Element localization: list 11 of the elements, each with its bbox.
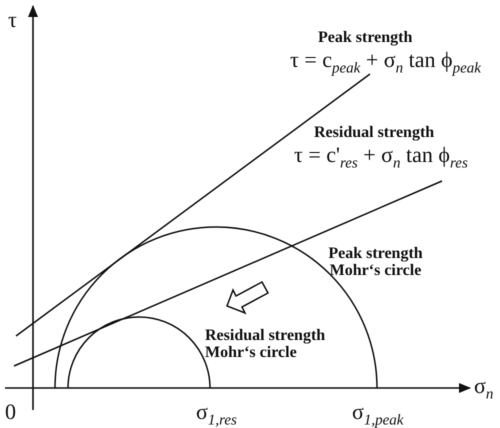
formula-label: τ = c'$_{res}$ + σ$_{n}$ tan ϕ$_{res}$	[294, 143, 468, 172]
formula-label: τ = c$_{peak}$ + σ$_{n}$ tan ϕ$_{peak}$	[290, 48, 481, 78]
curve-label: Peak strength Mohr‘s circle	[327, 246, 424, 280]
axis-label: τ	[8, 8, 17, 32]
curve-label: Peak strength	[318, 30, 412, 47]
curve-label: Residual strength	[314, 125, 434, 142]
tick-label: σ$_{1,res}$	[196, 400, 237, 428]
origin-label: 0	[5, 400, 16, 424]
curve-label: Residual strength Mohr‘s circle	[205, 328, 326, 362]
axis-label: σ$_{n}$	[474, 374, 494, 404]
tick-label: σ$_{1,peak}$	[352, 400, 404, 428]
